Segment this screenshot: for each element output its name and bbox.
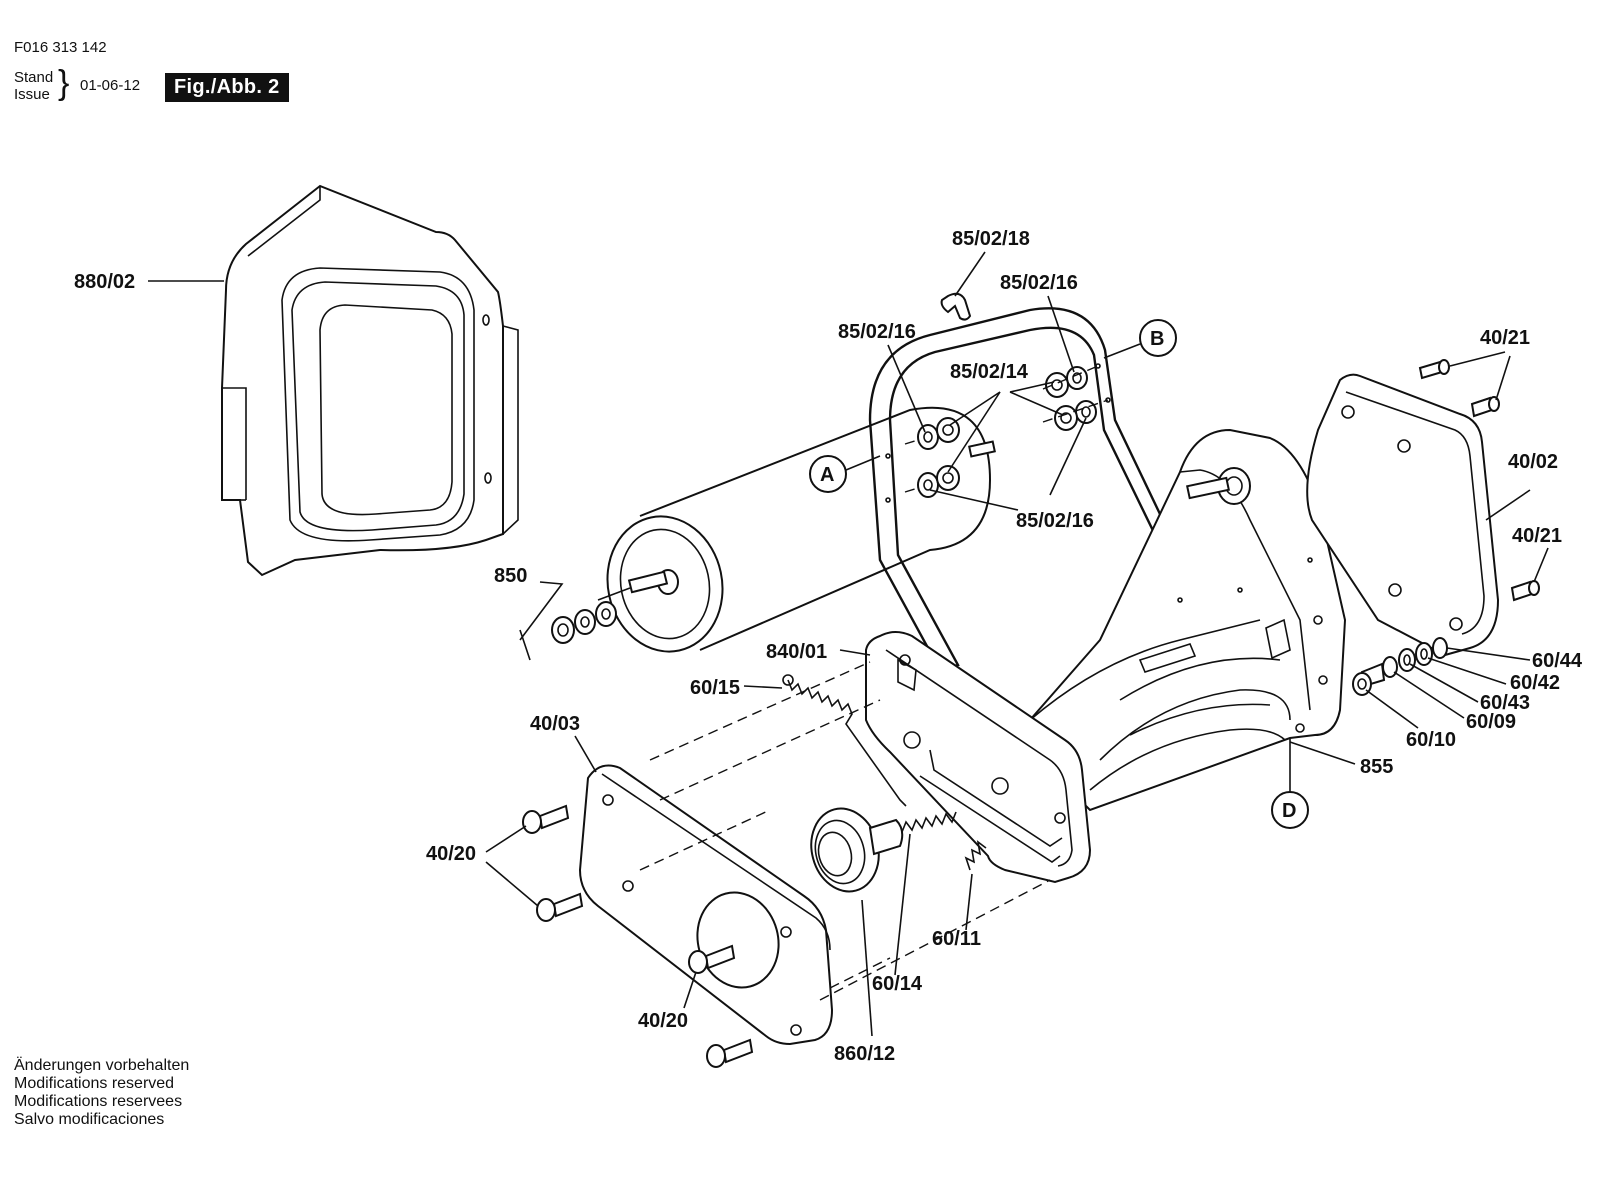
spring-60-14 (901, 811, 957, 833)
label-40-02: 40/02 (1508, 451, 1558, 473)
side-plate-40-02 (1306, 373, 1500, 657)
label-40-20-bottom: 40/20 (638, 1010, 688, 1032)
label-855: 855 (1360, 756, 1393, 778)
label-850: 850 (494, 565, 527, 587)
label-840-01: 840/01 (766, 641, 827, 663)
label-40-20-left: 40/20 (426, 843, 476, 865)
bracket-plate-840-01 (865, 631, 1092, 884)
spring-60-11 (964, 840, 987, 871)
roller-part-850 (519, 406, 996, 661)
label-40-21-top: 40/21 (1480, 327, 1530, 349)
label-60-10: 60/10 (1406, 729, 1456, 751)
screws-40-20 (522, 804, 754, 1068)
washers-60-series (1352, 637, 1448, 696)
label-85-02-16-bottom: 85/02/16 (1016, 510, 1094, 532)
svg-text:D: D (1282, 800, 1296, 822)
cover-part-880-02 (221, 184, 519, 577)
label-60-15: 60/15 (690, 677, 740, 699)
note-fr: Modifications reservees (14, 1093, 183, 1110)
label-60-14: 60/14 (872, 973, 923, 995)
label-85-02-16-left: 85/02/16 (838, 321, 916, 343)
note-en: Modifications reserved (14, 1075, 175, 1092)
note-de: Änderungen vorbehalten (14, 1057, 190, 1074)
brace-symbol: } (58, 64, 70, 102)
marker-a: A (809, 455, 881, 493)
marker-d: D (1271, 728, 1309, 829)
note-es: Salvo modificaciones (14, 1111, 165, 1128)
label-880-02: 880/02 (74, 271, 135, 293)
side-plate-40-03 (578, 764, 834, 1046)
label-60-09: 60/09 (1466, 711, 1516, 733)
fastener-set-85-02 (917, 292, 1097, 498)
axle-nut-washers (551, 601, 617, 644)
spring-60-15 (782, 674, 907, 807)
marker-b: B (1103, 319, 1177, 359)
disclaimer-notes: Änderungen vorbehalten Modifications res… (14, 1057, 189, 1129)
label-60-42: 60/42 (1510, 672, 1560, 694)
label-40-21-bottom: 40/21 (1512, 525, 1562, 547)
knob-part-860-12 (810, 807, 904, 893)
label-85-02-16-right: 85/02/16 (1000, 272, 1078, 294)
stand-issue-label: Stand Issue (14, 69, 53, 103)
figure-badge: Fig./Abb. 2 (165, 73, 289, 102)
label-860-12: 860/12 (834, 1043, 895, 1065)
svg-text:A: A (820, 464, 834, 486)
label-60-44: 60/44 (1532, 650, 1583, 672)
label-85-02-14: 85/02/14 (950, 361, 1029, 383)
issue-date: 01-06-12 (80, 77, 141, 94)
label-60-11: 60/11 (932, 928, 981, 950)
stand-label: Stand (14, 69, 54, 86)
label-60-43: 60/43 (1480, 692, 1530, 714)
label-40-03: 40/03 (530, 713, 580, 735)
svg-text:B: B (1150, 328, 1164, 350)
issue-label: Issue (14, 86, 50, 103)
document-code: F016 313 142 (14, 39, 107, 56)
label-85-02-18: 85/02/18 (952, 228, 1030, 250)
